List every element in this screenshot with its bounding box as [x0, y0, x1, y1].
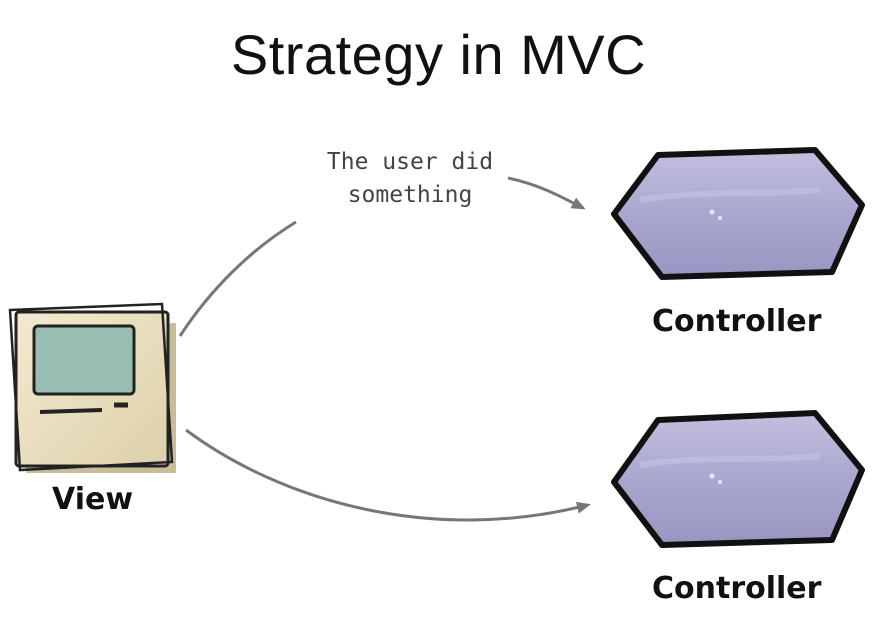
arrow-to-top-controller — [507, 176, 586, 210]
note-line-1: The user did — [326, 149, 494, 175]
hexagon-icon — [611, 410, 865, 548]
diagram-title: Strategy in MVC — [230, 23, 647, 86]
controller-label-top: Controller — [652, 304, 822, 339]
computer-icon — [8, 302, 176, 473]
arc-to-note — [178, 220, 297, 337]
hexagon-icon — [611, 147, 865, 280]
user-action-note: The user did something — [300, 146, 520, 212]
controller-label-bottom: Controller — [652, 571, 822, 606]
arrow-to-bottom-controller — [185, 428, 591, 522]
view-label: View — [52, 482, 134, 517]
note-line-2: something — [347, 182, 473, 208]
